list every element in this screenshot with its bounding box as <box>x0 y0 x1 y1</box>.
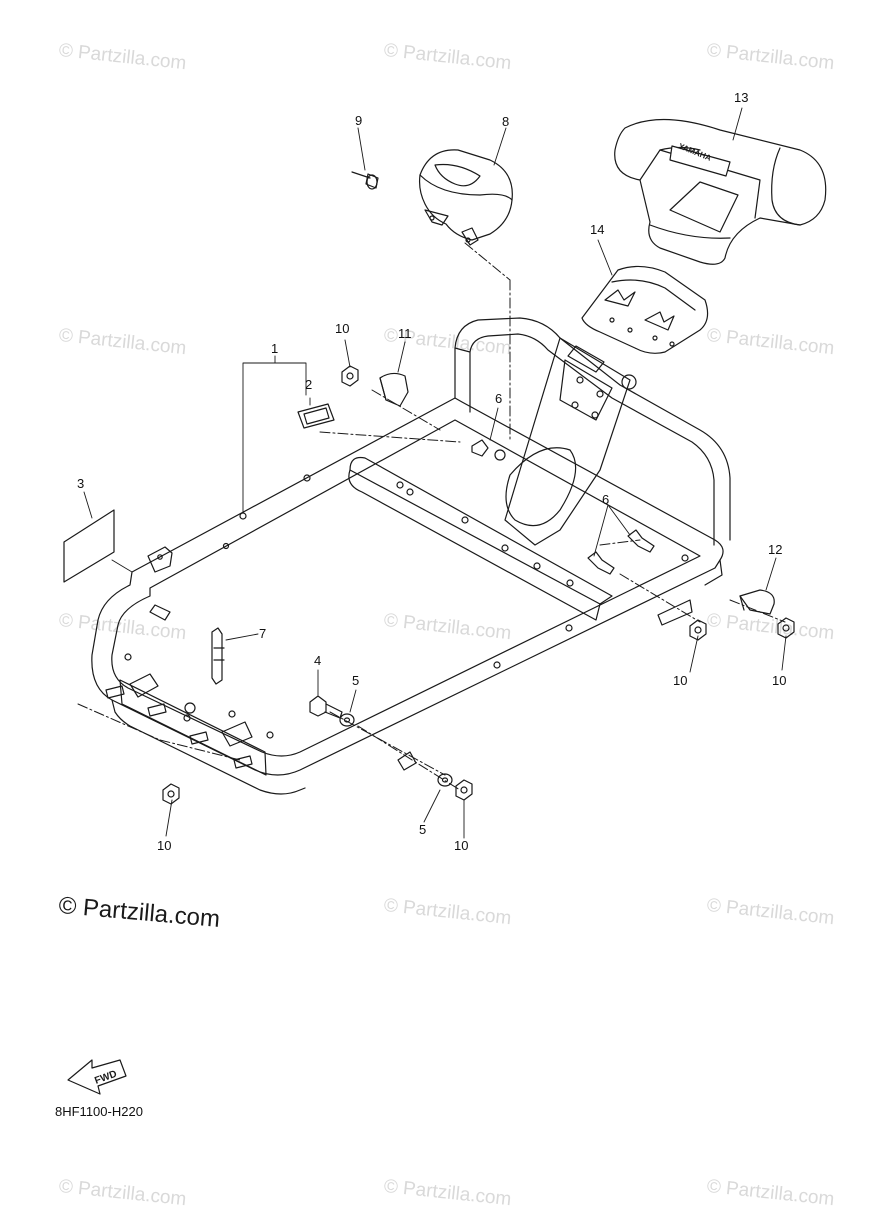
washer-5-icon <box>437 773 453 787</box>
washer-5-icon <box>339 713 355 727</box>
callout-5: 5 <box>352 673 360 688</box>
fasteners <box>105 365 795 805</box>
bolt-4-icon <box>309 695 343 719</box>
fwd-label: FWD <box>93 1069 118 1087</box>
callout-10: 10 <box>673 673 688 688</box>
callout-6: 6 <box>602 492 610 507</box>
frame-assembly <box>91 397 724 795</box>
stud-icon <box>147 703 167 717</box>
part-12-clamp <box>739 589 775 615</box>
callout-4: 4 <box>314 653 322 668</box>
leader-lines <box>77 242 786 791</box>
nut-10-icon <box>689 619 707 641</box>
part-14-pad <box>581 265 709 354</box>
bolt-6-icon <box>471 439 506 461</box>
stud-icon <box>189 731 209 745</box>
nut-10-icon <box>777 617 795 639</box>
part-2-emblem <box>297 403 335 429</box>
callout-7: 7 <box>259 626 267 641</box>
callout-5: 5 <box>419 822 427 837</box>
cross-member <box>348 456 613 621</box>
stud-icon <box>105 685 125 699</box>
callout-6: 6 <box>495 391 503 406</box>
part-11-clamp <box>379 372 409 407</box>
callout-10: 10 <box>335 321 350 336</box>
fwd-arrow-icon <box>67 1059 127 1095</box>
stud-icon <box>233 755 253 769</box>
callout-leaders <box>83 107 787 839</box>
nut-10-icon <box>341 365 359 387</box>
callout-12: 12 <box>768 542 783 557</box>
part-13-steering-cover <box>614 118 827 265</box>
callout-9: 9 <box>355 113 363 128</box>
callout-11: 11 <box>398 326 412 341</box>
callout-1: 1 <box>271 341 279 356</box>
nut-10-icon <box>455 779 473 801</box>
roll-bar <box>454 317 731 546</box>
callout-8: 8 <box>502 114 510 129</box>
nut-10-icon <box>162 783 180 805</box>
diagram-code: 8HF1100-H220 <box>55 1104 143 1119</box>
part-8-cover <box>418 149 513 246</box>
callout-10: 10 <box>772 673 787 688</box>
callout-2: 2 <box>305 377 313 392</box>
callout-13: 13 <box>734 90 749 105</box>
callout-3: 3 <box>77 476 85 491</box>
callout-10: 10 <box>157 838 172 853</box>
part-7-clip <box>211 627 225 685</box>
part-9-rivet <box>351 171 379 190</box>
part-3-label <box>63 509 115 583</box>
callout-14: 14 <box>590 222 605 237</box>
bolt-6-icon <box>627 529 655 553</box>
bolt-6-icon <box>587 551 615 575</box>
callout-10: 10 <box>454 838 469 853</box>
